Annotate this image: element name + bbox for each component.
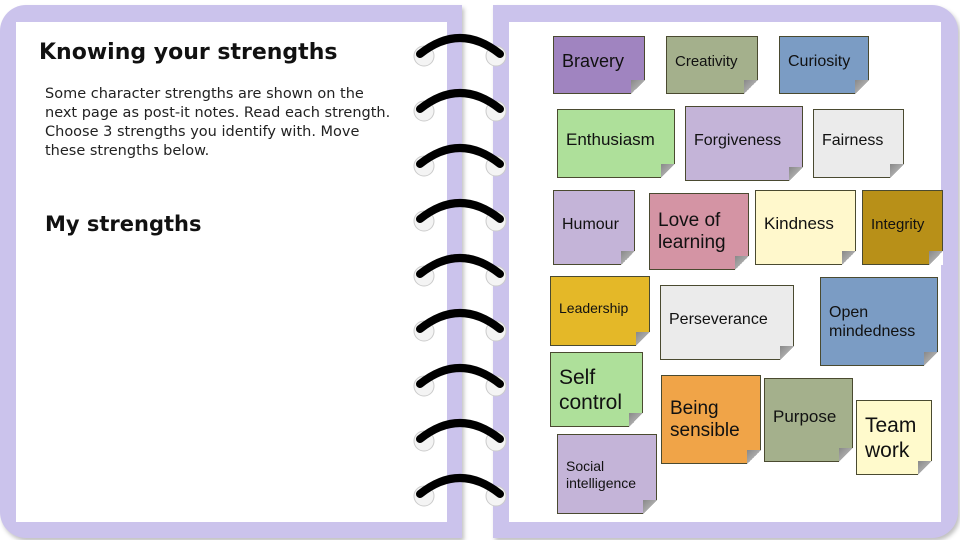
post-it-self-control[interactable]: Self control xyxy=(550,352,643,427)
post-it-label: Kindness xyxy=(764,214,834,234)
post-it-label: Open mindedness xyxy=(829,304,916,341)
spiral-ring-icon xyxy=(412,468,508,508)
post-it-social-intelligence[interactable]: Social intelligence xyxy=(557,434,657,514)
post-it-label: Enthusiasm xyxy=(566,130,655,150)
post-it-label: Team work xyxy=(865,414,917,463)
page-title: Knowing your strengths xyxy=(39,40,338,65)
post-it-integrity[interactable]: Integrity xyxy=(862,190,943,265)
left-page-paper xyxy=(16,22,447,522)
post-it-fairness[interactable]: Fairness xyxy=(813,109,904,178)
post-it-enthusiasm[interactable]: Enthusiasm xyxy=(557,109,675,178)
spiral-ring-icon xyxy=(412,83,508,123)
spiral-ring-icon xyxy=(412,193,508,233)
post-it-label: Leadership xyxy=(559,299,629,316)
post-it-label: Love of learning xyxy=(658,209,726,254)
post-it-love-of-learning[interactable]: Love of learning xyxy=(649,193,749,270)
post-it-creativity[interactable]: Creativity xyxy=(666,36,758,94)
post-it-open-mindedness[interactable]: Open mindedness xyxy=(820,277,938,366)
post-it-label: Forgiveness xyxy=(694,131,782,149)
post-it-forgiveness[interactable]: Forgiveness xyxy=(685,106,803,181)
post-it-label: Curiosity xyxy=(788,53,851,71)
post-it-leadership[interactable]: Leadership xyxy=(550,276,650,346)
post-it-label: Creativity xyxy=(675,53,738,70)
post-it-label: Purpose xyxy=(773,406,837,426)
post-it-humour[interactable]: Humour xyxy=(553,190,635,265)
spiral-ring-icon xyxy=(412,138,508,178)
post-it-perseverance[interactable]: Perseverance xyxy=(660,285,794,360)
post-it-label: Self control xyxy=(559,366,623,415)
my-strengths-heading: My strengths xyxy=(45,212,202,236)
post-it-label: Humour xyxy=(562,215,619,233)
post-it-label: Being sensible xyxy=(670,397,740,442)
post-it-label: Integrity xyxy=(871,215,925,233)
spiral-ring-icon xyxy=(412,248,508,288)
spiral-ring-icon xyxy=(412,358,508,398)
post-it-purpose[interactable]: Purpose xyxy=(764,378,853,462)
post-it-label: Perseverance xyxy=(669,310,768,328)
post-it-curiosity[interactable]: Curiosity xyxy=(779,36,869,94)
post-it-kindness[interactable]: Kindness xyxy=(755,190,856,265)
post-it-label: Social intelligence xyxy=(566,458,637,491)
post-it-label: Fairness xyxy=(822,131,884,149)
post-it-bravery[interactable]: Bravery xyxy=(553,36,645,94)
post-it-being-sensible[interactable]: Being sensible xyxy=(661,375,761,464)
instructions: Some character strengths are shown on th… xyxy=(45,86,391,159)
spiral-ring-icon xyxy=(412,28,508,68)
left-page xyxy=(0,5,462,538)
post-it-team-work[interactable]: Team work xyxy=(856,400,932,475)
post-it-label: Bravery xyxy=(562,51,625,72)
spiral-ring-icon xyxy=(412,303,508,343)
spiral-ring-icon xyxy=(412,413,508,453)
